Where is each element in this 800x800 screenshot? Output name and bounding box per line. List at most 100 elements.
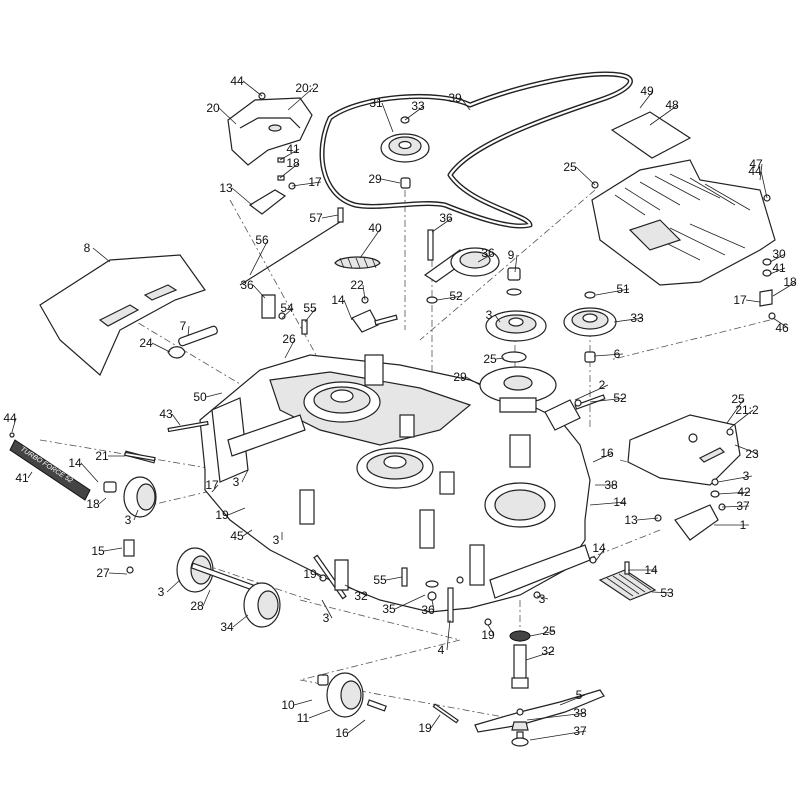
- callout-label: 14: [644, 563, 658, 577]
- callout-label: 13: [624, 513, 638, 527]
- callout-label: 29: [368, 172, 382, 186]
- callout-label: 11: [297, 711, 310, 725]
- callout-label: 27: [96, 566, 110, 580]
- callout-leader: [431, 217, 453, 233]
- callout-label: 4: [438, 643, 445, 657]
- callout-83: 34: [220, 614, 249, 634]
- idler-pulley-top: [380, 116, 430, 189]
- callout-label: 17: [308, 175, 322, 189]
- callout-label: 46: [775, 321, 789, 335]
- callout-label: 32: [541, 644, 555, 658]
- callout-36: 3: [486, 308, 501, 323]
- callout-leader: [525, 650, 555, 661]
- callout-leader: [80, 462, 99, 483]
- callout-leader: [279, 148, 300, 161]
- idler-pulley-30: [563, 291, 617, 363]
- callout-48: 44: [3, 411, 17, 433]
- callout-label: 52: [449, 289, 463, 303]
- callout-leader: [321, 214, 339, 219]
- callout-label: 35: [382, 602, 396, 616]
- callout-43: 2: [574, 378, 609, 401]
- callout-leader: [98, 497, 107, 505]
- callout-leader: [593, 353, 624, 357]
- callout-label: 3: [273, 533, 280, 547]
- callout-label: 25: [542, 624, 556, 638]
- deck-cover-plate: [591, 111, 776, 320]
- callout-leader: [460, 97, 471, 111]
- callout-label: 21: [95, 449, 109, 463]
- callout-27: 55: [303, 301, 317, 323]
- right-pulley-cover: [544, 394, 741, 486]
- callout-leader: [171, 413, 181, 426]
- callout-26: 54: [280, 301, 294, 319]
- callout-label: 25: [563, 160, 577, 174]
- callout-leader: [218, 107, 237, 125]
- callout-label: 21:2: [735, 403, 759, 417]
- callout-90: 38: [526, 706, 587, 721]
- callout-leader: [211, 484, 219, 493]
- callout-52: 16: [592, 446, 614, 463]
- callout-18: 40: [359, 221, 382, 259]
- callout-label: 41: [772, 261, 786, 275]
- callout-label: 22: [350, 278, 364, 292]
- callout-92: 19: [418, 714, 441, 735]
- callout-label: 39: [448, 91, 462, 105]
- callout-label: 6: [614, 347, 621, 361]
- callout-label: 13: [219, 181, 233, 195]
- callout-51: 21: [95, 449, 125, 463]
- callout-54: 38: [595, 478, 618, 492]
- callout-46: 25: [726, 392, 745, 424]
- callout-28: 14: [331, 293, 353, 321]
- callout-label: 19: [418, 721, 432, 735]
- callout-label: 36: [481, 246, 495, 260]
- callout-label: 2: [599, 378, 606, 392]
- callout-label: 53: [660, 586, 674, 600]
- callout-label: 1: [740, 518, 747, 532]
- callout-leader: [639, 90, 654, 109]
- callout-8: 41: [279, 142, 300, 161]
- callout-leader: [613, 317, 644, 323]
- callout-leader: [242, 80, 263, 97]
- callout-leader: [721, 505, 750, 508]
- right-bracket-13: [654, 478, 726, 541]
- callout-leader: [242, 529, 253, 537]
- callout-64: 14: [589, 495, 627, 509]
- gauge-wheel-lower-left: [176, 547, 281, 628]
- callout-13: 25: [563, 160, 596, 186]
- callout-label: 38: [604, 478, 618, 492]
- callout-leader: [575, 166, 596, 186]
- callout-88: 5: [559, 688, 586, 706]
- callout-leader: [252, 284, 266, 299]
- callout-leader: [381, 102, 394, 133]
- callout-label: 31: [369, 96, 383, 110]
- callout-leader: [343, 299, 353, 321]
- callout-84: 19: [481, 624, 495, 642]
- callout-20: 9: [508, 248, 518, 273]
- callout-label: 57: [309, 211, 323, 225]
- callout-7: 48: [649, 98, 679, 126]
- callout-62: 3: [125, 509, 139, 527]
- callout-label: 3: [486, 308, 493, 322]
- callout-53: 14: [68, 456, 99, 483]
- callout-leader: [187, 325, 190, 337]
- callout-78: 28: [190, 589, 211, 613]
- drive-belt: [319, 71, 633, 229]
- callout-label: 19: [215, 508, 229, 522]
- callout-19: 36: [477, 246, 495, 263]
- callout-label: 24: [139, 336, 153, 350]
- callout-label: 18: [86, 497, 100, 511]
- callout-82: 3: [321, 599, 333, 625]
- callout-leader: [726, 398, 745, 424]
- callout-leader: [536, 595, 549, 600]
- callout-91: 11: [297, 709, 331, 725]
- callout-1: 20:2: [287, 81, 319, 111]
- callout-label: 50: [193, 390, 207, 404]
- callout-leader: [589, 397, 627, 403]
- callout-leader: [362, 284, 366, 301]
- callout-label: 29: [453, 370, 467, 384]
- callout-label: 43: [159, 407, 173, 421]
- callout-label: 19: [303, 567, 317, 581]
- callout-85: 25: [529, 624, 556, 638]
- callout-leader: [495, 357, 505, 360]
- callout-label: 36: [240, 278, 254, 292]
